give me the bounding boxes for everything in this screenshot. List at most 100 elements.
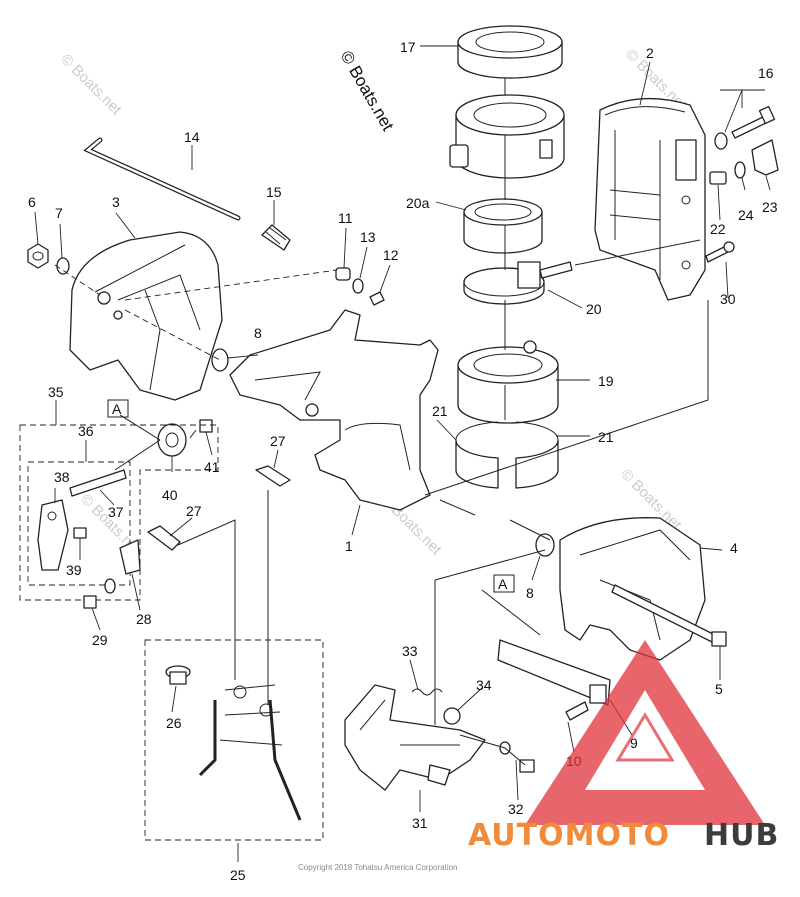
callout-13: 13 xyxy=(360,229,376,245)
part-20a-sleeve xyxy=(463,198,543,254)
part-17-ring xyxy=(457,25,563,79)
callout-6: 6 xyxy=(28,194,36,210)
ref-box-a-upper: A xyxy=(107,399,129,418)
part-40-disc xyxy=(157,423,187,457)
callout-39: 39 xyxy=(66,562,82,578)
callout-31: 31 xyxy=(412,815,428,831)
part-25-spring-assembly xyxy=(198,684,302,821)
callout-2: 2 xyxy=(646,45,654,61)
part-30-screw xyxy=(705,241,735,263)
part-38-lever xyxy=(37,499,69,571)
part-13-washer xyxy=(352,278,364,294)
callout-21: 21 xyxy=(598,429,614,445)
callout-4: 4 xyxy=(730,540,738,556)
part-14-rod xyxy=(83,137,241,221)
part-41-screw xyxy=(189,419,213,439)
callout-21: 21 xyxy=(432,403,448,419)
group-36-outline xyxy=(27,461,131,586)
part-26-pin xyxy=(165,665,191,685)
part-1-swivel-bracket xyxy=(229,309,439,511)
callout-19: 19 xyxy=(598,373,614,389)
part-29-bolt xyxy=(83,578,116,609)
callout-5: 5 xyxy=(715,681,723,697)
callout-37: 37 xyxy=(108,504,124,520)
callout-25: 25 xyxy=(230,867,246,883)
callout-34: 34 xyxy=(476,677,492,693)
callout-29: 29 xyxy=(92,632,108,648)
faint-watermark: © Boats.net xyxy=(57,51,125,119)
brand-part2: HUB xyxy=(704,818,779,853)
part-32-bolt xyxy=(499,741,535,773)
callout-8: 8 xyxy=(526,585,534,601)
callout-9: 9 xyxy=(630,735,638,751)
callout-27: 27 xyxy=(186,503,202,519)
callout-3: 3 xyxy=(112,194,120,210)
callout-labels: 17 2 16 20a 14 15 22 24 23 6 7 3 11 13 1… xyxy=(28,39,778,883)
callout-28: 28 xyxy=(136,611,152,627)
part-16-bolt xyxy=(714,105,776,150)
part-27-pin-upper xyxy=(255,465,291,487)
copyright-text: Copyright 2018 Tohatsu America Corporati… xyxy=(298,863,458,872)
callout-36: 36 xyxy=(78,423,94,439)
callout-38: 38 xyxy=(54,469,70,485)
callout-27: 27 xyxy=(270,433,286,449)
brand-part1: AUTOMOTO xyxy=(468,818,670,853)
callout-32: 32 xyxy=(508,801,524,817)
callout-8: 8 xyxy=(254,325,262,341)
callout-7: 7 xyxy=(55,205,63,221)
callout-41: 41 xyxy=(204,459,220,475)
callout-24: 24 xyxy=(738,207,754,223)
part-27-pin-lower xyxy=(147,525,181,551)
part-6-nut xyxy=(27,243,49,269)
part-18-bushing xyxy=(449,94,565,179)
part-5-bolt xyxy=(611,584,727,647)
red-triangle-logo-icon xyxy=(525,640,765,825)
part-7-washer xyxy=(56,257,70,275)
part-31-tilt-lever xyxy=(344,684,486,791)
part-12-screw xyxy=(369,291,385,306)
boats-net-watermark: © Boats.net xyxy=(337,48,398,135)
part-15-spring xyxy=(261,224,291,251)
ref-label-a: A xyxy=(112,401,122,417)
part-11-bushing xyxy=(335,267,351,281)
part-22-setscrew xyxy=(709,171,727,185)
callout-30: 30 xyxy=(720,291,736,307)
callout-23: 23 xyxy=(762,199,778,215)
part-9-bracket xyxy=(497,639,611,706)
callout-16: 16 xyxy=(758,65,774,81)
callout-33: 33 xyxy=(402,643,418,659)
part-34-bushing xyxy=(443,707,461,725)
callout-35: 35 xyxy=(48,384,64,400)
callout-20: 20 xyxy=(586,301,602,317)
callout-12: 12 xyxy=(383,247,399,263)
assembly-lines xyxy=(54,78,709,766)
part-8-washer xyxy=(211,348,229,372)
callout-26: 26 xyxy=(166,715,182,731)
ref-box-a-lower: A xyxy=(493,574,515,593)
callout-17: 17 xyxy=(400,39,416,55)
group-25-outline xyxy=(144,639,324,841)
part-39-screw xyxy=(73,527,87,539)
part-24-washer xyxy=(734,161,746,179)
callout-22: 22 xyxy=(710,221,726,237)
part-19-bushing xyxy=(457,340,559,424)
part-23-knob xyxy=(751,139,779,176)
part-33-spring xyxy=(411,688,443,696)
part-3-clamp-bracket xyxy=(69,231,223,401)
group-35-outline xyxy=(19,424,219,601)
part-28-plate xyxy=(119,539,141,575)
part-10-screw xyxy=(565,701,589,721)
part-4-clamp-bracket xyxy=(559,517,706,661)
callout-11: 11 xyxy=(338,210,353,226)
part-21-split-bushing xyxy=(455,421,559,489)
part-37-bolt xyxy=(69,469,127,497)
part-2-swivel-housing xyxy=(594,97,706,301)
callout-15: 15 xyxy=(266,184,282,200)
callout-1: 1 xyxy=(345,538,353,554)
automotohub-logo: AUTOMOTO HUB xyxy=(468,640,779,853)
ref-label-a: A xyxy=(498,576,508,592)
callout-14: 14 xyxy=(184,129,200,145)
leader-lines xyxy=(34,45,771,862)
